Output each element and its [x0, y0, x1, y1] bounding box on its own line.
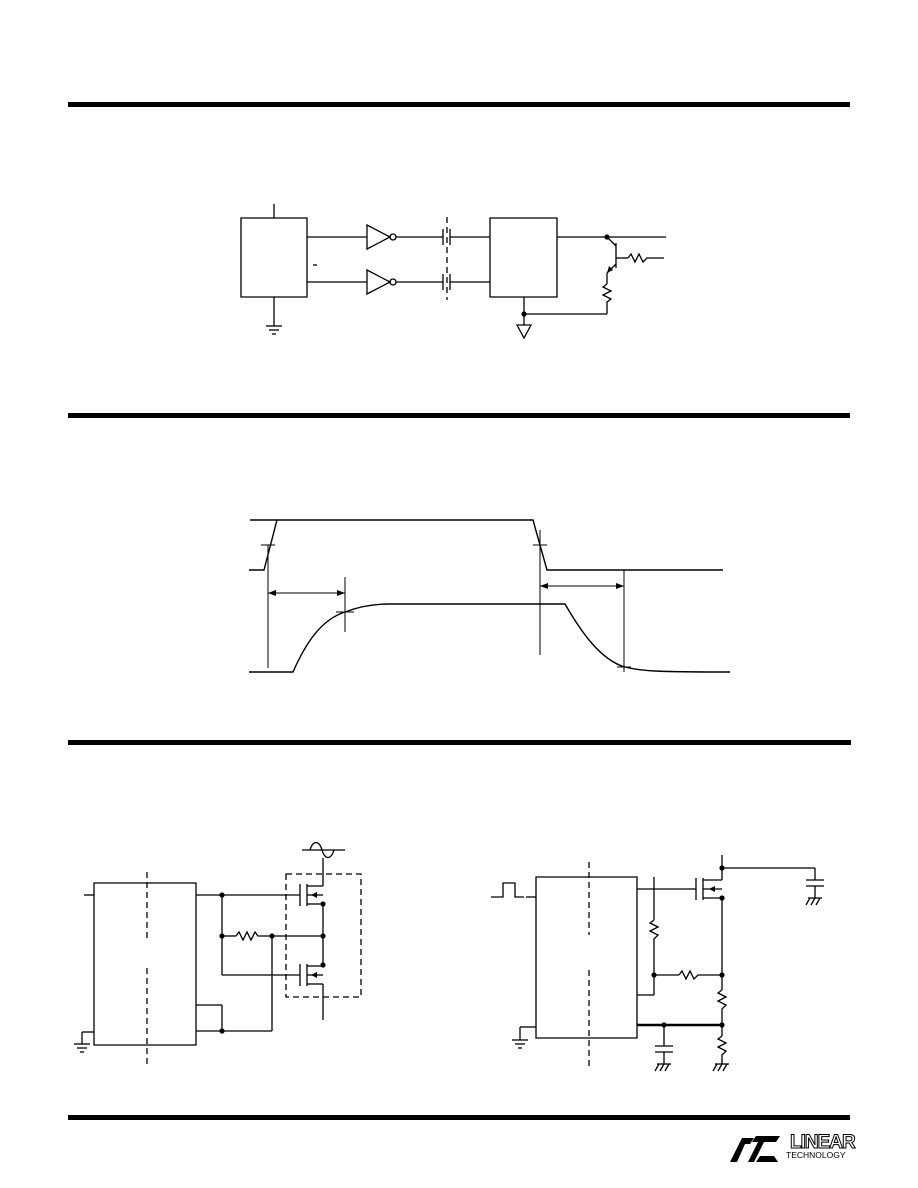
logo-subtitle: TECHNOLOGY — [786, 1150, 846, 1160]
output-waveform — [249, 604, 730, 672]
application-schematics — [0, 830, 918, 1080]
receiver-block — [490, 218, 557, 297]
section-rule-1 — [68, 102, 850, 107]
section-rule-3 — [68, 740, 851, 745]
lt-logo-icon — [730, 1136, 780, 1162]
inverter-top — [367, 225, 390, 249]
left-ic-block — [94, 883, 196, 1045]
section-rule-2 — [68, 413, 850, 418]
timing-waveform — [0, 505, 918, 690]
inverter-bottom — [367, 270, 390, 294]
linear-technology-logo: LINEAR TECHNOLOGY — [728, 1132, 858, 1166]
section-rule-4 — [68, 1115, 850, 1120]
driver-block — [241, 218, 307, 297]
right-ic-block — [536, 877, 637, 1038]
logo-wordmark: LINEAR — [790, 1132, 857, 1154]
input-waveform — [249, 520, 723, 570]
isolation-block-diagram — [0, 190, 918, 350]
